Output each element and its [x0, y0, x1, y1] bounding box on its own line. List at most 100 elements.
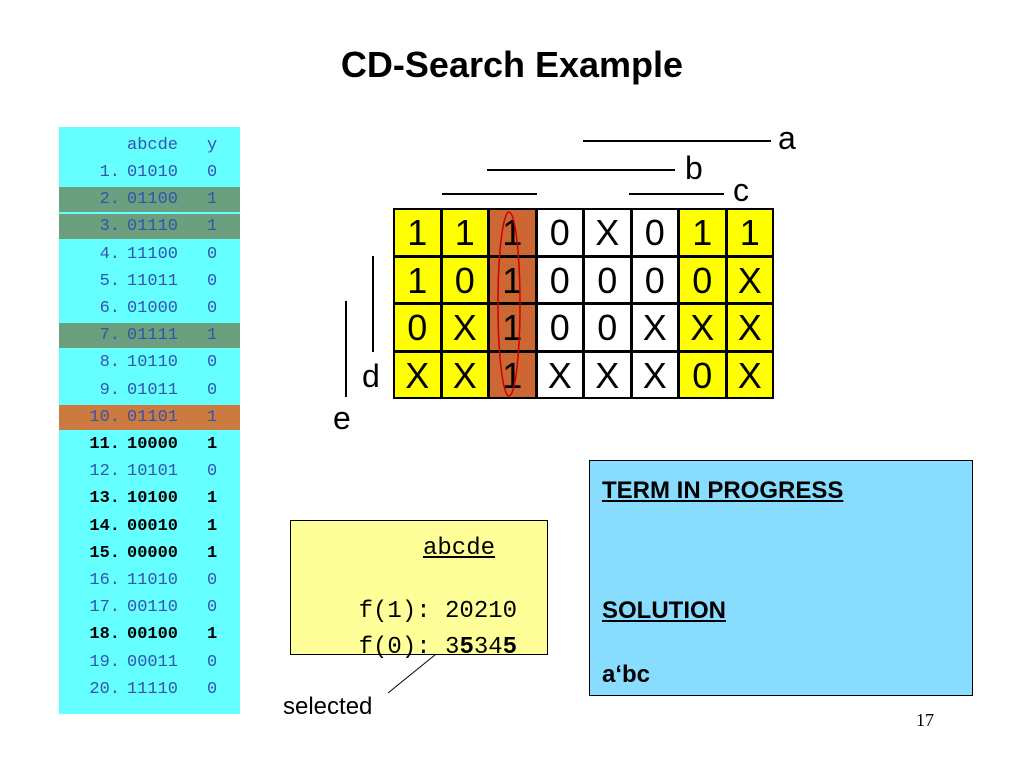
row-bits: 00110: [127, 598, 179, 618]
row-y: 0: [207, 462, 218, 482]
kmap-cell: 1: [488, 255, 537, 304]
row-num: 18.: [89, 625, 120, 645]
row-y: 0: [207, 163, 218, 182]
row-y: 0: [207, 571, 218, 590]
kmap-cell: 0: [535, 255, 584, 304]
row-y: 0: [207, 244, 218, 264]
table-row: 1. 01010 0: [59, 160, 240, 185]
c-overline-right: [629, 193, 724, 195]
row-bits: 00011: [127, 652, 179, 672]
kmap-cell: X: [440, 303, 489, 352]
row-num: 2.: [99, 190, 120, 210]
row-num: 16.: [89, 571, 120, 590]
table-row: 5. 11011 0: [59, 269, 240, 294]
row-bits: 00100: [127, 625, 179, 645]
var-a-label: a: [778, 120, 796, 156]
row-y: 0: [207, 271, 218, 291]
kmap-cell: 0: [630, 208, 679, 257]
row-y: 1: [207, 407, 218, 427]
row-y: 0: [207, 652, 218, 672]
kmap-cell: 0: [393, 303, 442, 352]
row-bits: 01100: [127, 190, 179, 210]
row-num: 10.: [89, 407, 120, 427]
kmap-cell: 1: [488, 350, 537, 399]
kmap-cell: X: [393, 350, 442, 399]
kmap-cell: X: [535, 350, 584, 399]
header-y: y: [207, 136, 218, 155]
kmap-cell: X: [678, 303, 727, 352]
a-overline: [583, 140, 771, 142]
row-num: 19.: [89, 652, 120, 672]
row-bits: 10110: [127, 353, 179, 373]
kmap-cell: 0: [535, 208, 584, 257]
row-y: 1: [207, 326, 218, 346]
row-num: 12.: [89, 462, 120, 482]
var-b-label: b: [685, 150, 703, 186]
truth-table-header: abcde y: [59, 133, 240, 158]
term-box: TERM IN PROGRESS SOLUTION a‘bc: [589, 460, 973, 696]
row-bits: 11011: [127, 271, 179, 291]
row-bits: 10000: [127, 435, 179, 454]
row-num: 15.: [89, 543, 120, 563]
row-bits: 10100: [127, 489, 179, 509]
header-bits: abcde: [127, 136, 179, 155]
row-y: 1: [207, 190, 218, 210]
f-header: abcde: [423, 535, 496, 562]
row-num: 6.: [99, 299, 120, 318]
kmap-cell: X: [440, 350, 489, 399]
page-number: 17: [916, 710, 934, 730]
row-num: 4.: [99, 244, 120, 264]
table-row: 19. 00011 0: [59, 650, 240, 675]
row-num: 8.: [99, 353, 120, 373]
kmap-cell: X: [583, 350, 632, 399]
kmap-cell: 0: [535, 303, 584, 352]
var-c-label: c: [733, 172, 749, 208]
kmap-cell: 1: [678, 208, 727, 257]
kmap-cell: X: [725, 303, 774, 352]
row-y: 1: [207, 625, 218, 645]
term-in-progress-heading: TERM IN PROGRESS: [602, 477, 844, 504]
row-bits: 01010: [127, 163, 179, 182]
row-num: 20.: [89, 679, 120, 699]
f0-digit: 5: [459, 634, 474, 661]
f0-digit: 4: [488, 634, 503, 661]
row-num: 1.: [99, 163, 120, 182]
row-bits: 01111: [127, 326, 179, 346]
var-e-label: e: [333, 400, 351, 436]
row-num: 5.: [99, 271, 120, 291]
kmap-cell: 1: [393, 208, 442, 257]
solution-heading: SOLUTION: [602, 597, 726, 624]
slide-title: CD-Search Example: [340, 44, 684, 85]
f1-value: 20210: [445, 598, 518, 625]
f0-value: 35345: [445, 634, 517, 661]
row-y: 1: [207, 516, 218, 536]
row-num: 3.: [99, 217, 120, 237]
kmap-cell: 1: [725, 208, 774, 257]
kmap-cell: 0: [678, 350, 727, 399]
row-y: 1: [207, 435, 218, 454]
kmap-cell: X: [725, 255, 774, 304]
selected-label: selected: [283, 693, 373, 720]
kmap-cell: X: [630, 303, 679, 352]
solution-value: a‘bc: [602, 661, 651, 688]
row-y: 0: [207, 299, 218, 318]
var-d-label: d: [362, 358, 380, 394]
kmap-cell: X: [725, 350, 774, 399]
e-sidebar: [345, 301, 347, 397]
row-y: 0: [207, 380, 218, 400]
row-y: 0: [207, 598, 218, 618]
f0-digit: 3: [473, 634, 489, 661]
f0-row: f(0): 35345: [301, 607, 517, 688]
row-bits: 00010: [127, 516, 179, 536]
c-overline-left: [442, 193, 537, 195]
row-num: 9.: [99, 380, 120, 400]
row-y: 1: [207, 217, 218, 237]
f-counts-box: abcde f(1): 20210 f(0): 35345: [290, 520, 548, 661]
